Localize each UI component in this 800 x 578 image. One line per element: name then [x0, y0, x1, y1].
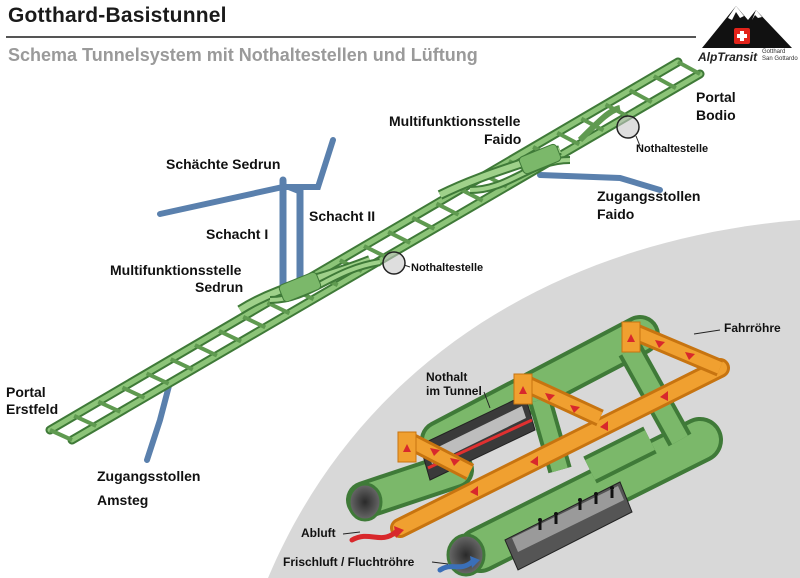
- nothaltestelle-faido-marker: [616, 115, 640, 139]
- label-nothalt-tunnel-line2: im Tunnel: [426, 384, 482, 398]
- zugangsstollen-amsteg: [144, 379, 173, 463]
- zugangsstollen-faido: [537, 172, 663, 193]
- label-nothaltestelle-sedrun: Nothaltestelle: [411, 262, 484, 274]
- cross-passage: [73, 414, 97, 428]
- cross-passage: [121, 385, 146, 400]
- label-nothaltestelle-faido: Nothaltestelle: [636, 143, 709, 155]
- mountain-logo-icon: [702, 6, 792, 48]
- cross-passage: [411, 215, 436, 231]
- cross-passage: [435, 201, 460, 217]
- page-title: Gotthard-Basistunnel: [8, 4, 227, 27]
- label-mfs-sedrun-line1: Multifunktionsstelle: [110, 262, 242, 278]
- mfs-faido-station: [437, 105, 621, 200]
- label-mfs-faido-line2: Faido: [484, 131, 522, 147]
- label-portal-erstfeld-line2: Erstfeld: [6, 401, 59, 417]
- label-schacht-2: Schacht II: [309, 208, 376, 224]
- label-mfs-sedrun-line2: Sedrun: [195, 279, 244, 295]
- label-zugang-faido-line1: Zugangsstollen: [597, 188, 701, 204]
- cross-passage: [49, 428, 73, 442]
- cross-passage: [266, 300, 291, 316]
- label-schacht-1: Schacht I: [206, 226, 269, 242]
- label-abluft: Abluft: [301, 526, 336, 540]
- cross-passage: [628, 88, 653, 104]
- label-schaechte-sedrun: Schächte Sedrun: [166, 156, 281, 172]
- label-portal-bodio-line1: Portal: [696, 89, 736, 105]
- cross-passage: [363, 244, 387, 259]
- label-fahrroehre: Fahrröhre: [724, 321, 781, 335]
- cross-passage: [145, 371, 170, 386]
- logo-brand: AlpTransit: [698, 50, 758, 64]
- logo-sub-line1: Gotthard: [762, 49, 786, 55]
- shafts-sedrun: [157, 137, 336, 294]
- cross-passage: [194, 343, 218, 358]
- cross-passage: [242, 314, 267, 330]
- label-mfs-faido-line1: Multifunktionsstelle: [389, 113, 521, 129]
- cross-passage: [169, 357, 194, 372]
- cross-passage: [556, 131, 581, 147]
- cross-passage: [677, 60, 701, 76]
- label-frischluft: Frischluft / Fluchtröhre: [283, 555, 415, 569]
- cross-passage: [97, 399, 122, 414]
- label-zugang-amsteg-line2: Amsteg: [97, 492, 149, 508]
- label-zugang-amsteg-line1: Zugangsstollen: [97, 468, 201, 484]
- cross-passage: [218, 329, 242, 344]
- cross-passage: [459, 187, 484, 203]
- mfs-sedrun-station: [237, 255, 381, 315]
- label-nothalt-tunnel-line1: Nothalt: [426, 370, 468, 384]
- page-subtitle: Schema Tunnelsystem mit Nothaltestellen …: [8, 45, 478, 65]
- label-portal-bodio-line2: Bodio: [696, 107, 736, 123]
- label-zugang-faido-line2: Faido: [597, 206, 635, 222]
- cross-passage: [652, 74, 677, 90]
- logo-sub-line2: San Gottardo: [762, 56, 798, 62]
- nothaltestelle-sedrun-marker: [382, 251, 406, 275]
- leader-line: [635, 135, 641, 147]
- label-portal-erstfeld-line1: Portal: [6, 384, 46, 400]
- leader-line: [403, 264, 411, 268]
- title-rule: [6, 36, 696, 38]
- cross-passage: [387, 230, 412, 245]
- inset-detail: [342, 315, 730, 577]
